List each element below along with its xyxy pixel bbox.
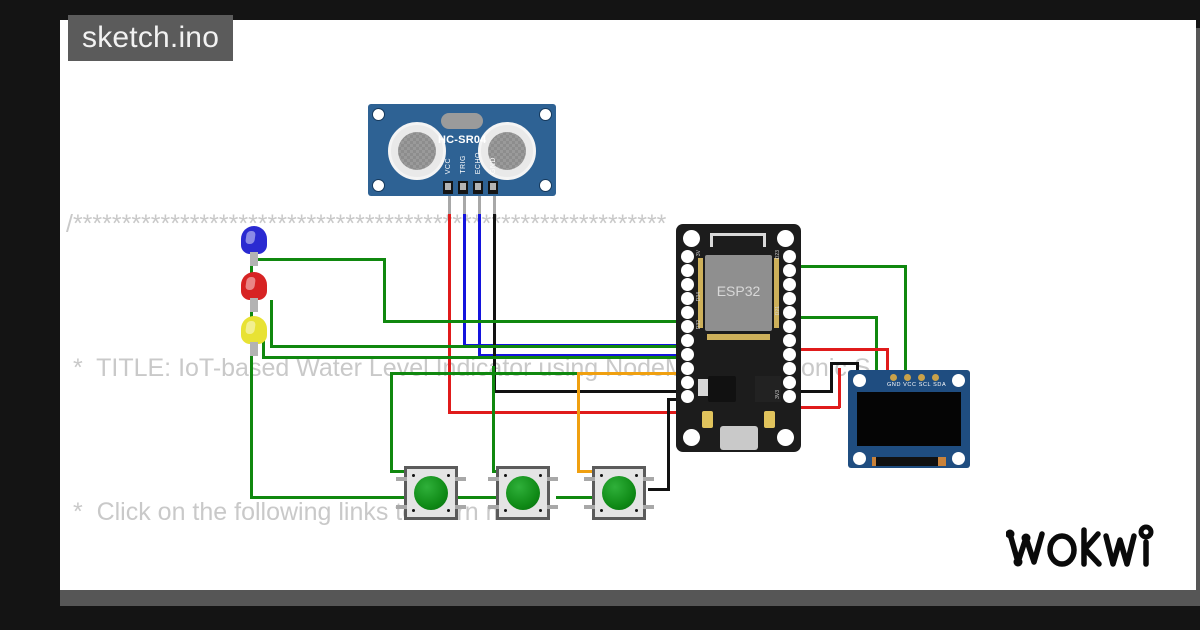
wokwi-logo-svg [1005,524,1154,567]
code-line: * TITLE: IoT-based Water Level Indicator… [66,354,871,382]
logo-dot [1138,524,1154,540]
wokwi-logo [1005,522,1156,579]
logo-node [1005,529,1015,539]
logo-node [1021,533,1031,543]
logo-node [1013,557,1023,567]
code-line: /***************************************… [66,210,667,238]
file-tab[interactable]: sketch.ino [68,15,234,61]
page-bottom-edge [60,590,1196,606]
file-tab-label: sketch.ino [82,21,220,54]
code-editor-text: /***************************************… [66,104,1196,630]
